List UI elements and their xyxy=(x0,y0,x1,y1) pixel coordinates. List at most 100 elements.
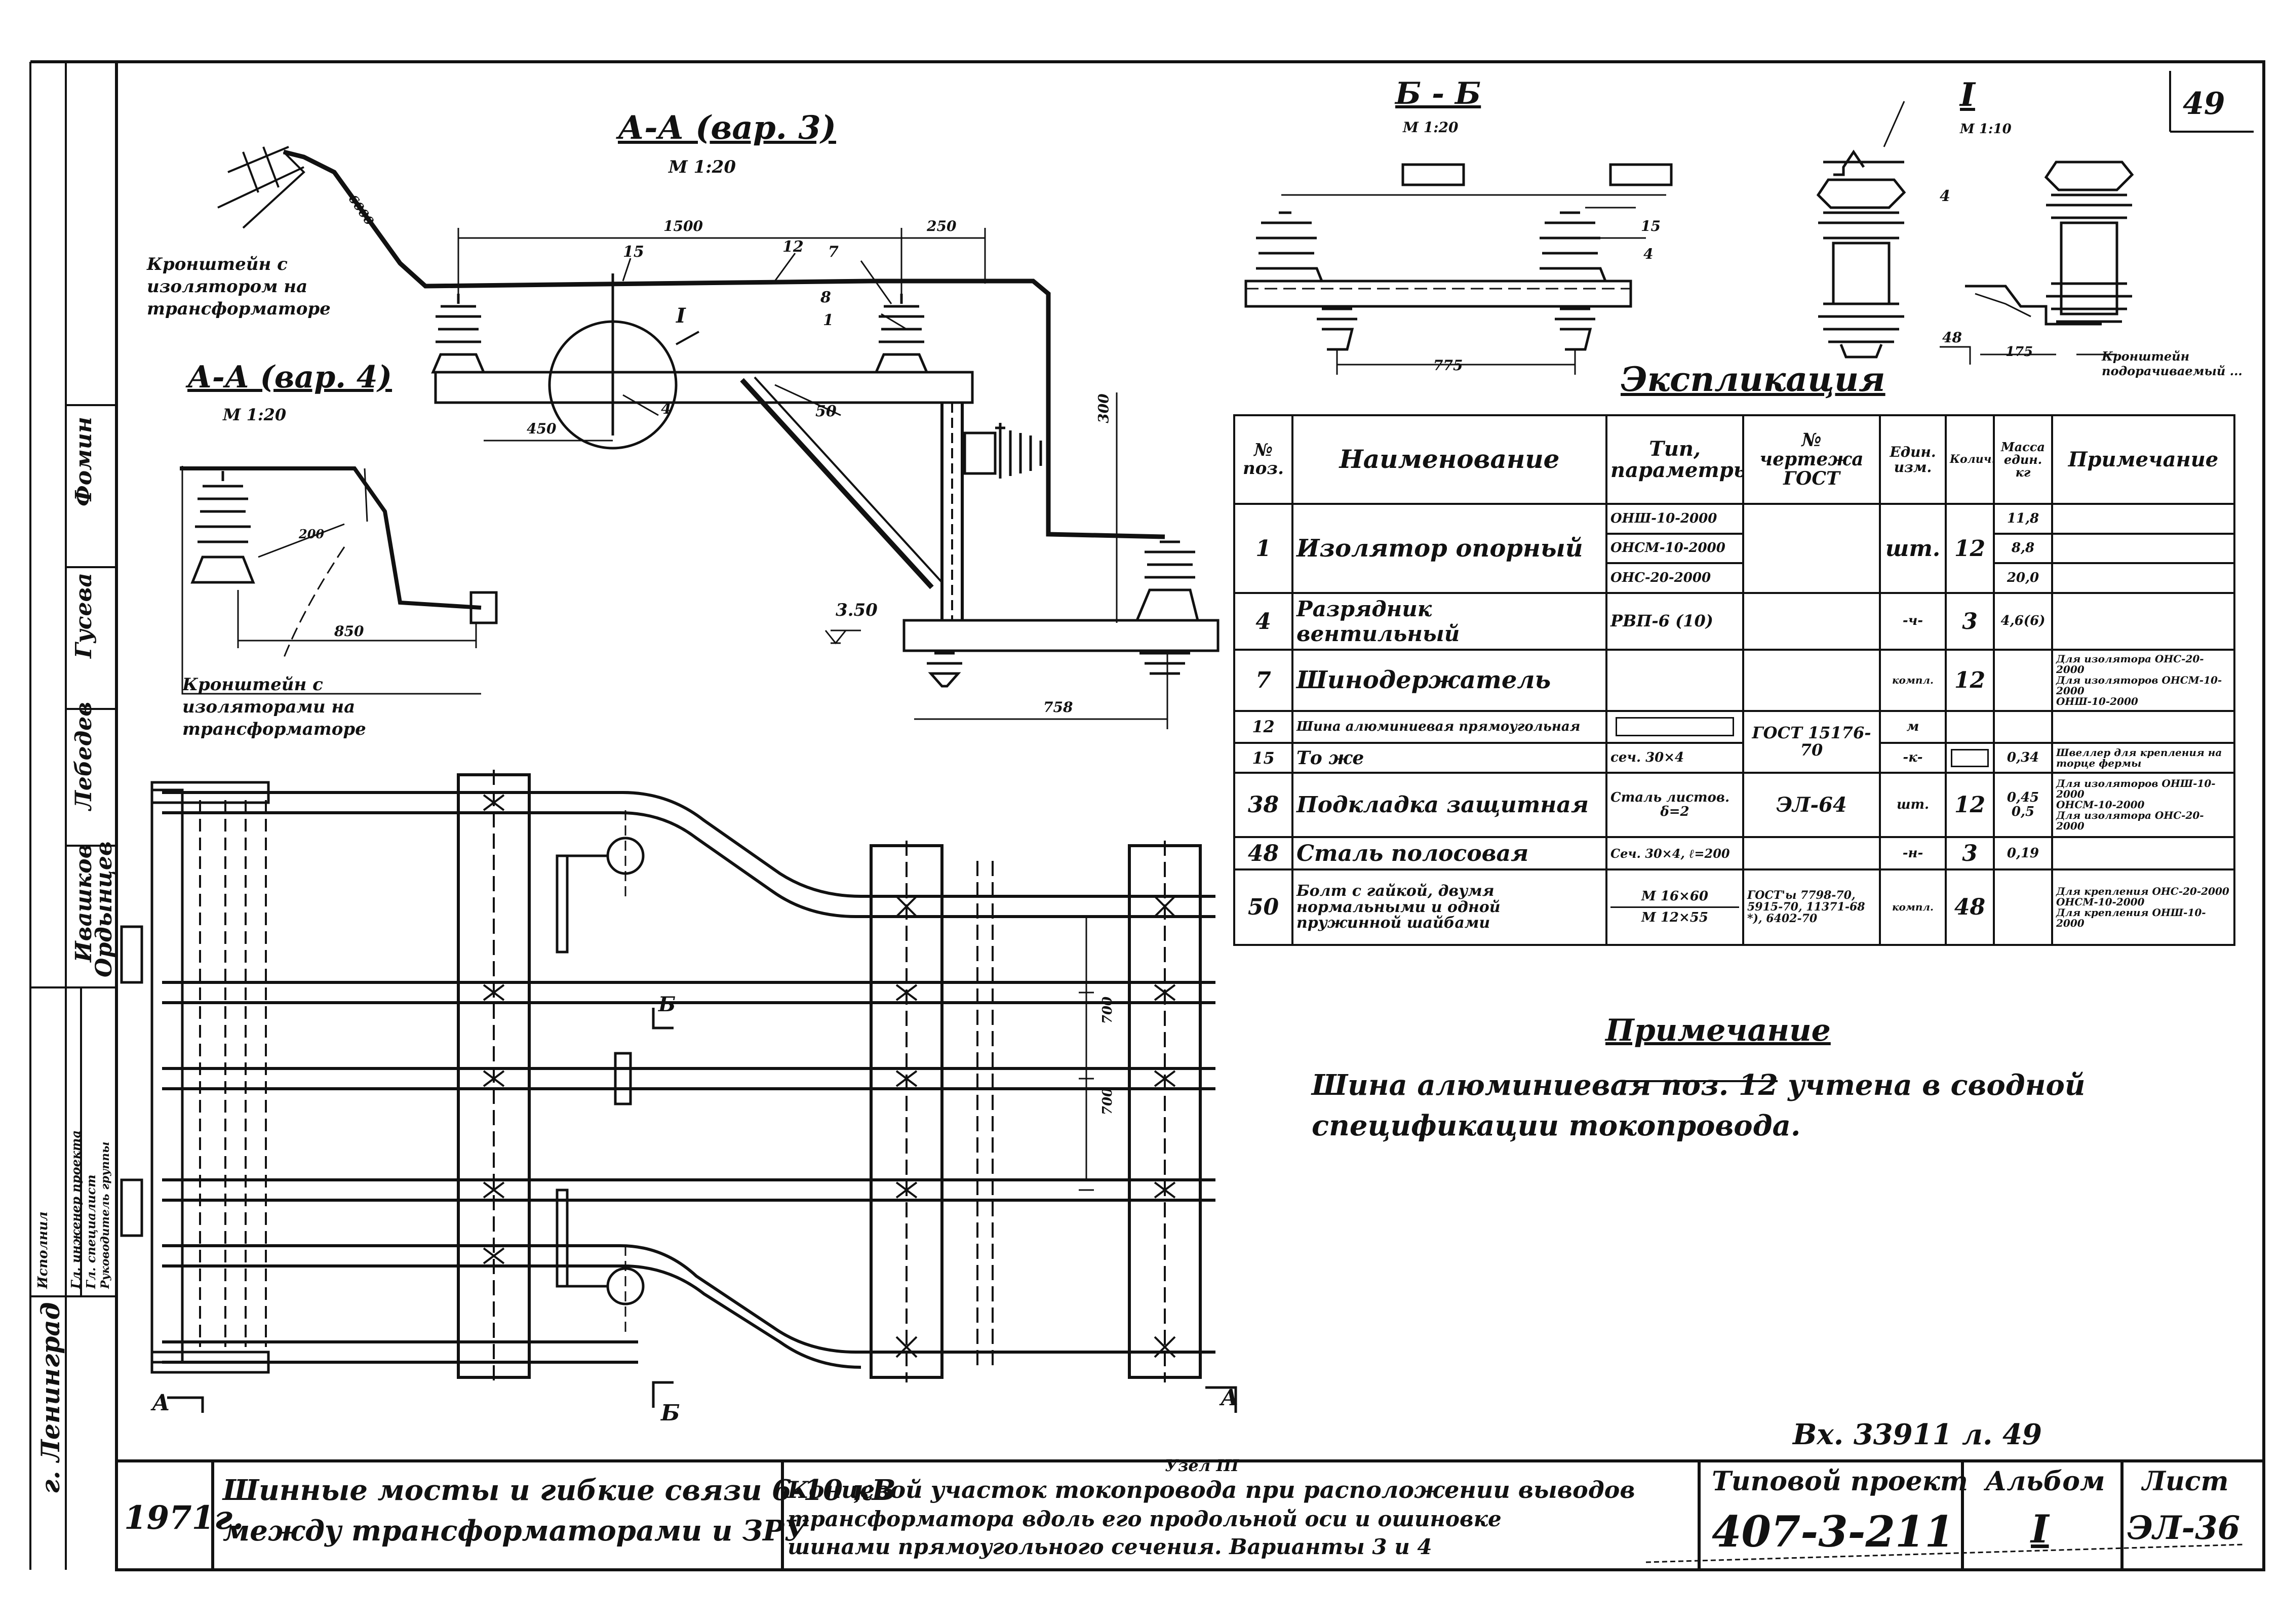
row-note xyxy=(2051,562,2235,594)
view-bb xyxy=(1244,163,1673,375)
table-row: 12 Шина алюминиевая прямоугольная ГОСТ 1… xyxy=(1233,709,2235,774)
row-doc xyxy=(1742,836,1881,871)
section-mark-b-top: Б xyxy=(658,993,676,1016)
row-name: Подкладка защитная xyxy=(1291,771,1607,839)
title-sheet-line-2: трансформатора вдоль его продольной оси … xyxy=(788,1507,1502,1531)
view-detail-i xyxy=(1816,101,2134,365)
row-unit: -н- xyxy=(1879,836,1947,871)
section-mark-b-bottom: Б xyxy=(661,1400,680,1426)
row-pos: 48 xyxy=(1233,836,1293,871)
row-note-line: Для изоляторов ОНШ-10-2000 xyxy=(2056,777,2216,801)
table-row: 4 Разрядник вентильный РВП-6 (10) -ч- 3 … xyxy=(1233,591,2235,651)
pos-4: 4 xyxy=(661,400,672,418)
margin-name-5: Ордынцев xyxy=(91,841,117,977)
col-header-doc: № чертежа ГОСТ xyxy=(1742,414,1881,505)
row-type: ОНСМ-10-2000 xyxy=(1605,532,1744,565)
row-pos: 15 xyxy=(1233,742,1293,774)
row-note: Для крепления ОНС-20-2000 ОНСМ-10-2000 Д… xyxy=(2051,868,2235,946)
section-mark-a-left: А xyxy=(152,1390,170,1416)
annotation-detail-note: Кронштейн подорачиваемый ... xyxy=(2102,349,2243,378)
col-header-mass: Масса един. кг xyxy=(1993,414,2053,505)
row-doc: ГОСТ'ы 7798-70, 5915-70, 11371-68 *), 64… xyxy=(1742,868,1881,946)
row-qty: 3 xyxy=(1945,591,1995,651)
dim-775: 775 xyxy=(1433,357,1463,374)
note-line-2: спецификации токопровода. xyxy=(1312,1109,1801,1142)
col-header-note: Примечание xyxy=(2051,414,2235,505)
row-note-line: ОНСМ-10-2000 xyxy=(2056,799,2145,811)
row-note-line: Для крепления ОНС-20-2000 xyxy=(2056,885,2229,897)
row-mass: 0,34 xyxy=(1993,742,2053,774)
view-title-aa-var4: А-А (вар. 4) xyxy=(187,360,392,395)
col-header-unit: Един. изм. xyxy=(1879,414,1947,505)
pos-15: 15 xyxy=(623,243,644,261)
row-pos: 12 xyxy=(1233,709,1293,744)
row-type-line: М 12×55 xyxy=(1641,910,1708,926)
view-title-detail-i: I xyxy=(1960,76,1975,114)
title-sheet-line-3: шинами прямоугольного сечения. Варианты … xyxy=(788,1534,1432,1559)
row-name: Изолятор опорный xyxy=(1291,503,1607,594)
left-margin-strip xyxy=(29,62,116,1570)
title-block-frame xyxy=(116,1459,2264,1570)
margin-role-2: Гл. специалист xyxy=(84,1174,98,1289)
row-pos: 50 xyxy=(1233,868,1293,946)
table-row: 7 Шинодержатель компл. 12 Для изолятора … xyxy=(1233,649,2235,712)
explication-table: № поз. Наименование Тип, параметры № чер… xyxy=(1233,414,2235,946)
sheet-frame xyxy=(30,60,2265,1571)
pos-4-bb: 4 xyxy=(1643,246,1654,262)
row-mass: 20,0 xyxy=(1993,562,2053,594)
pos-8: 8 xyxy=(820,289,831,306)
pos-7: 7 xyxy=(828,243,839,261)
sheet-label: Лист xyxy=(2142,1466,2229,1497)
dim-450: 450 xyxy=(527,420,557,437)
dim-1500: 1500 xyxy=(663,218,703,234)
row-type: Сеч. 30×4, ℓ=200 xyxy=(1605,836,1744,871)
dim-700-b: 700 xyxy=(1100,1087,1116,1116)
row-name: То же xyxy=(1291,742,1607,774)
title-project-line-1: Шинные мосты и гибкие связи 6-10 кВ xyxy=(223,1474,896,1507)
row-type xyxy=(1605,709,1744,744)
row-qty xyxy=(1945,742,1995,774)
album-label: Альбом xyxy=(1985,1466,2105,1497)
dim-758: 758 xyxy=(1043,699,1073,716)
margin-name-2: Гусева xyxy=(71,573,97,658)
title-year: 1971г. xyxy=(124,1499,244,1537)
table-row: 48 Сталь полосовая Сеч. 30×4, ℓ=200 -н- … xyxy=(1233,836,2235,871)
row-type: М 16×60 М 12×55 xyxy=(1605,868,1744,946)
pos-48-detail: 48 xyxy=(1942,329,1962,346)
dim-850: 850 xyxy=(334,623,364,640)
row-note xyxy=(2051,709,2235,744)
row-qty: 12 xyxy=(1945,649,1995,712)
row-qty: 12 xyxy=(1945,503,1995,594)
row-name: Сталь полосовая xyxy=(1291,836,1607,871)
view-scale-aa-var4: М 1:20 xyxy=(223,405,287,424)
detail-i-mark: I xyxy=(676,304,686,328)
plan-view xyxy=(120,770,1237,1413)
row-mass xyxy=(1993,649,2053,712)
row-qty: 3 xyxy=(1945,836,1995,871)
view-scale-detail-i: М 1:10 xyxy=(1960,122,2012,137)
row-note: Для изоляторов ОНШ-10-2000 ОНСМ-10-2000 … xyxy=(2051,771,2235,839)
row-note xyxy=(2051,532,2235,565)
row-qty: 48 xyxy=(1945,868,1995,946)
margin-role-4: Исполнил xyxy=(35,1211,51,1289)
row-doc xyxy=(1742,649,1881,712)
row-qty xyxy=(1945,709,1995,744)
row-qty: 12 xyxy=(1945,771,1995,839)
row-mass: 0,45 0,5 xyxy=(1993,771,2053,839)
view-scale-bb: М 1:20 xyxy=(1403,119,1459,136)
row-name: Шина алюминиевая прямоугольная xyxy=(1291,709,1607,744)
pos-12: 12 xyxy=(782,238,804,256)
elevation-mark: 3.50 xyxy=(836,600,878,620)
row-name: Разрядник вентильный xyxy=(1291,591,1607,651)
row-type-line: Сталь листов. xyxy=(1610,790,1730,806)
typical-project-label: Типовой проект xyxy=(1712,1466,1968,1497)
receipt-stamp: Вх. 33911 л. 49 xyxy=(1793,1418,2042,1451)
row-unit: шт. xyxy=(1879,771,1947,839)
row-type: ОНС-20-2000 xyxy=(1605,562,1744,594)
row-note: Швеллер для крепления на торце фермы xyxy=(2051,742,2235,774)
row-pos: 38 xyxy=(1233,771,1293,839)
view-title-bb: Б - Б xyxy=(1395,76,1481,111)
explication-title: Экспликация xyxy=(1621,360,1885,399)
row-mass: 8,8 xyxy=(1993,532,2053,565)
row-note xyxy=(2051,503,2235,535)
